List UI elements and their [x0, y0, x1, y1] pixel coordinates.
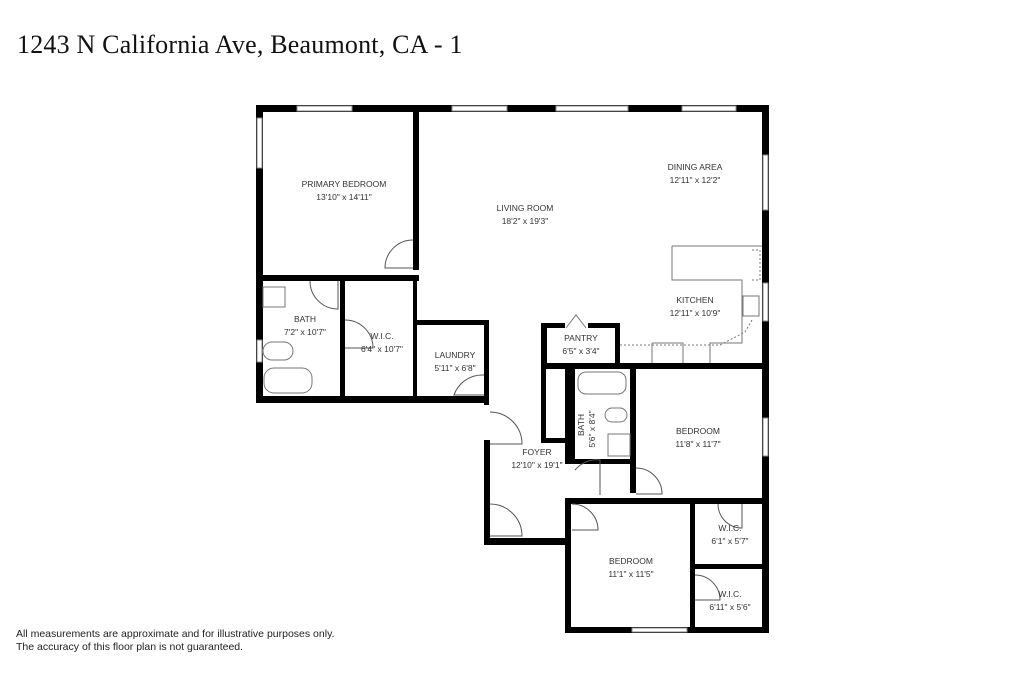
room-name: PRIMARY BEDROOM [302, 179, 387, 189]
disclaimer-line-1: All measurements are approximate and for… [16, 628, 335, 640]
room-labels: PRIMARY BEDROOM 13'10" x 14'11" LIVING R… [284, 162, 751, 612]
room-dims: 6'5" x 3'4" [562, 346, 599, 356]
room-name: LIVING ROOM [497, 203, 554, 213]
kitchen-counters [565, 245, 762, 363]
room-name: PANTRY [564, 333, 598, 343]
fixtures [262, 286, 631, 457]
room-dims: 13'10" x 14'11" [316, 192, 371, 202]
room-name: BATH [576, 414, 586, 436]
room-dims: 18'2" x 19'3" [502, 216, 549, 226]
room-dims: 6'11" x 5'6" [709, 602, 750, 612]
room-name: W.I.C. [718, 589, 741, 599]
doors [309, 239, 743, 601]
room-name: LAUNDRY [435, 350, 476, 360]
windows [256, 105, 769, 633]
room-dims: 5'11" x 6'8" [434, 363, 475, 373]
room-dims: 11'8" x 11'7" [675, 439, 720, 449]
room-dims: 6'4" x 10'7" [361, 344, 403, 354]
room-name: FOYER [522, 447, 551, 457]
room-name: BEDROOM [609, 556, 653, 566]
page-title: 1243 N California Ave, Beaumont, CA - 1 [17, 30, 463, 59]
room-name: W.I.C. [370, 331, 393, 341]
room-dims: 7'2" x 10'7" [284, 327, 326, 337]
room-name: KITCHEN [676, 295, 713, 305]
disclaimer-line-2: The accuracy of this floor plan is not g… [16, 641, 244, 653]
room-name: DINING AREA [668, 162, 723, 172]
room-dims: 6'1" x 5'7" [711, 536, 748, 546]
room-name: BEDROOM [676, 426, 720, 436]
room-dims: 12'11" x 10'9" [670, 308, 721, 318]
disclaimer: All measurements are approximate and for… [16, 628, 334, 654]
room-dims: 5'6" x 8'4" [587, 410, 597, 447]
room-name: W.I.C. [718, 523, 741, 533]
room-dims: 12'10" x 19'1" [511, 460, 562, 470]
room-dims: 12'11" x 12'2" [670, 175, 721, 185]
room-dims: 11'1" x 11'5" [608, 569, 653, 579]
room-name: BATH [294, 314, 316, 324]
